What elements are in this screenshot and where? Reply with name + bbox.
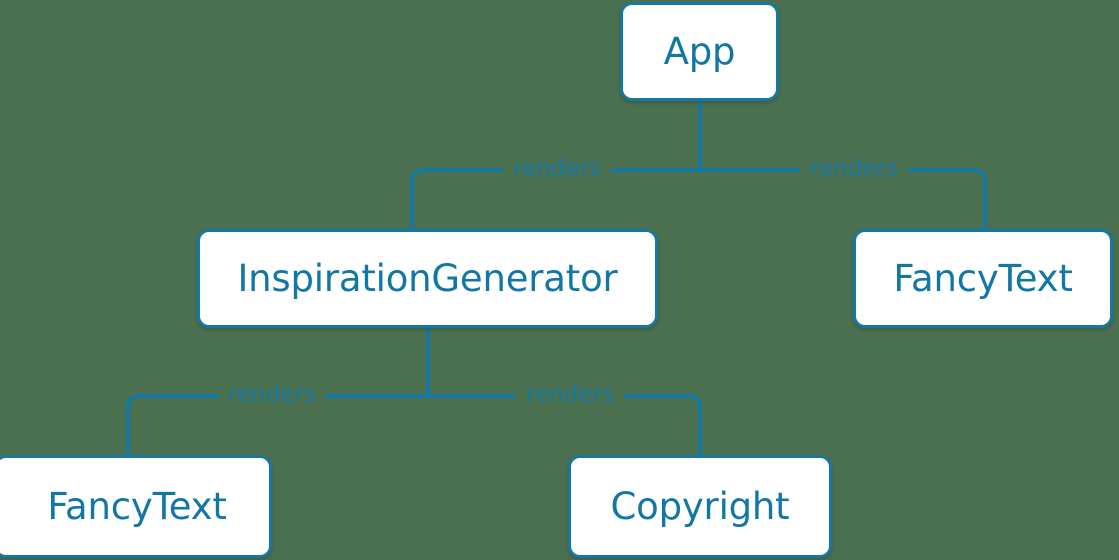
node-fancytext-left[interactable]: FancyText (0, 455, 272, 558)
node-app-label: App (663, 30, 736, 73)
edge-app-to-inspirationgenerator (410, 168, 702, 231)
node-inspirationgenerator-label: InspirationGenerator (237, 257, 618, 300)
node-fancytext-left-label: FancyText (47, 485, 227, 528)
node-fancytext-right[interactable]: FancyText (853, 229, 1113, 328)
node-app[interactable]: App (620, 2, 779, 101)
edge-app-to-fancytext (698, 168, 987, 231)
edge-inspirationgenerator-to-fancytext (126, 394, 430, 457)
edge-label-app-to-fancytext: renders (800, 157, 908, 181)
edge-inspirationgenerator-to-copyright (426, 394, 702, 457)
edge-label-inspirationgenerator-to-copyright: renders (516, 383, 624, 407)
node-inspirationgenerator[interactable]: InspirationGenerator (197, 229, 658, 328)
node-copyright-label: Copyright (610, 485, 790, 528)
node-fancytext-right-label: FancyText (893, 257, 1073, 300)
edge-label-app-to-inspirationgenerator: renders (503, 157, 611, 181)
edge-label-inspirationgenerator-to-fancytext: renders (218, 383, 326, 407)
node-copyright[interactable]: Copyright (568, 455, 832, 558)
